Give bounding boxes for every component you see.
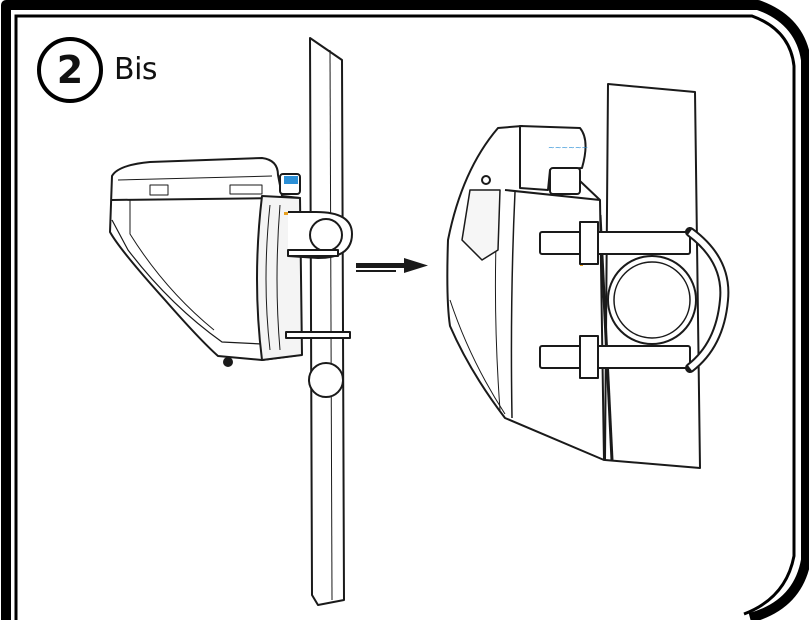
step-number: 2 — [56, 48, 84, 92]
right-clamp-upper — [539, 231, 691, 255]
panel-border-inner — [14, 14, 796, 620]
step-badge-circle — [37, 37, 103, 103]
left-pole-pipe — [308, 362, 344, 398]
left-illustration — [109, 37, 353, 606]
right-illustration: ~~~~~~ — [446, 83, 730, 469]
right-pole-pipe — [607, 255, 697, 345]
left-pole — [309, 37, 345, 606]
svg-text:~~~~~~: ~~~~~~ — [548, 143, 588, 152]
step-label: Bis — [114, 52, 158, 87]
right-arrow-icon — [356, 258, 428, 273]
